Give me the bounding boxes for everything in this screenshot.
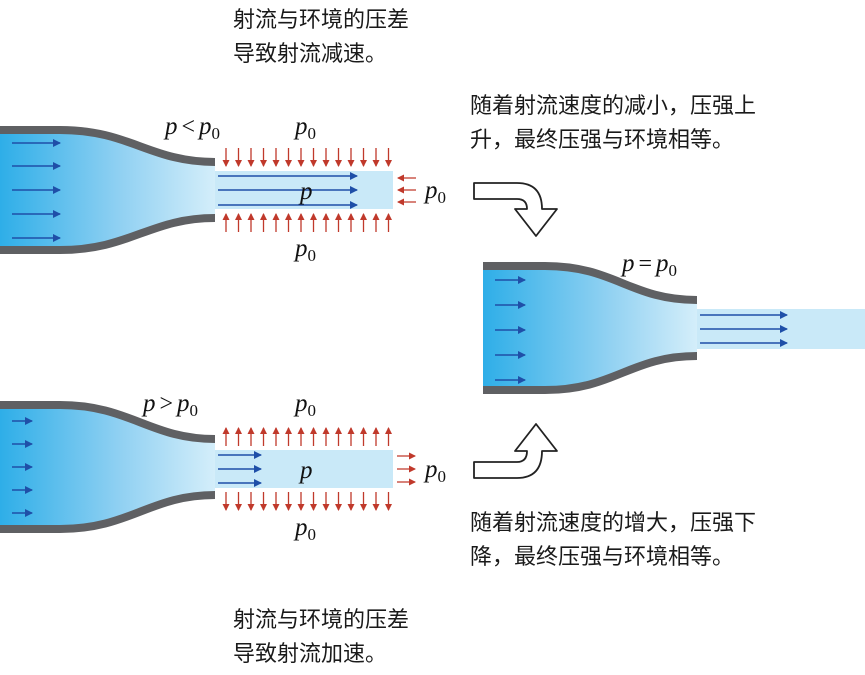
caption-bottom-cause-line2: 导致射流加速。 — [233, 642, 388, 667]
nozzle-equilibrium — [483, 262, 865, 394]
nozzle-flow-fill-bottom — [0, 408, 215, 526]
jet-velocity-arrows-top — [218, 172, 358, 209]
caption-top-result-line2: 升，最终压强与环境相等。 — [470, 128, 735, 153]
caption-top-cause: 射流与环境的压差 导致射流减速。 — [233, 4, 409, 72]
caption-bottom-result-line1: 随着射流速度的增大，压强下 — [470, 511, 757, 536]
label-p0-top-above: p0 — [293, 113, 316, 143]
velocity-arrows-right — [495, 276, 526, 384]
caption-top-cause-line1: 射流与环境的压差 — [233, 8, 410, 33]
nozzle-wall-bottom-bottom — [0, 491, 216, 533]
label-p0-bottom-right: p0 — [423, 456, 446, 486]
label-p-bottom-jet: p — [298, 457, 313, 484]
turn-arrow-up — [473, 423, 558, 479]
caption-top-result: 随着射流速度的减小，压强上 升，最终压强与环境相等。 — [470, 90, 756, 158]
caption-top-result-line1: 随着射流速度的减小，压强上 — [470, 94, 757, 119]
label-p-greater-p0: p>p0 — [141, 390, 198, 420]
nozzle-wall-bottom — [0, 214, 216, 254]
label-p0-top-below: p0 — [293, 235, 316, 265]
velocity-arrows-top — [12, 139, 61, 242]
nozzle-wall-top-right — [483, 262, 698, 304]
nozzle-wall-top-bottom — [0, 401, 216, 443]
label-p-less-p0: p<p0 — [163, 113, 220, 143]
nozzle-flow-fill — [0, 133, 215, 247]
label-p0-top-right: p0 — [423, 177, 446, 207]
nozzle-flow-fill-right — [483, 266, 697, 390]
jet-velocity-arrows-right — [700, 311, 788, 347]
pressure-arrows-inward — [222, 148, 416, 232]
label-p0-bottom-below: p0 — [293, 514, 316, 544]
caption-bottom-cause: 射流与环境的压差 导致射流加速。 — [233, 604, 409, 672]
caption-bottom-result: 随着射流速度的增大，压强下 降，最终压强与环境相等。 — [470, 507, 756, 575]
nozzle-accelerating — [0, 401, 416, 533]
nozzle-wall-top — [0, 126, 216, 166]
jet-velocity-arrows-bottom — [218, 451, 262, 487]
label-p-top-jet: p — [298, 178, 313, 205]
velocity-arrows-bottom — [12, 417, 33, 517]
jet-core-bottom — [215, 450, 393, 488]
nozzle-wall-bottom-right — [483, 352, 698, 394]
label-p-equals-p0: p=p0 — [620, 250, 677, 280]
label-p0-bottom-above: p0 — [293, 390, 316, 420]
turn-arrow-down — [473, 182, 558, 237]
caption-bottom-cause-line1: 射流与环境的压差 — [233, 608, 410, 633]
caption-bottom-result-line2: 降，最终压强与环境相等。 — [470, 545, 735, 570]
nozzle-decelerating — [0, 126, 416, 254]
caption-top-cause-line2: 导致射流减速。 — [233, 42, 388, 67]
pressure-arrows-outward — [222, 427, 416, 511]
